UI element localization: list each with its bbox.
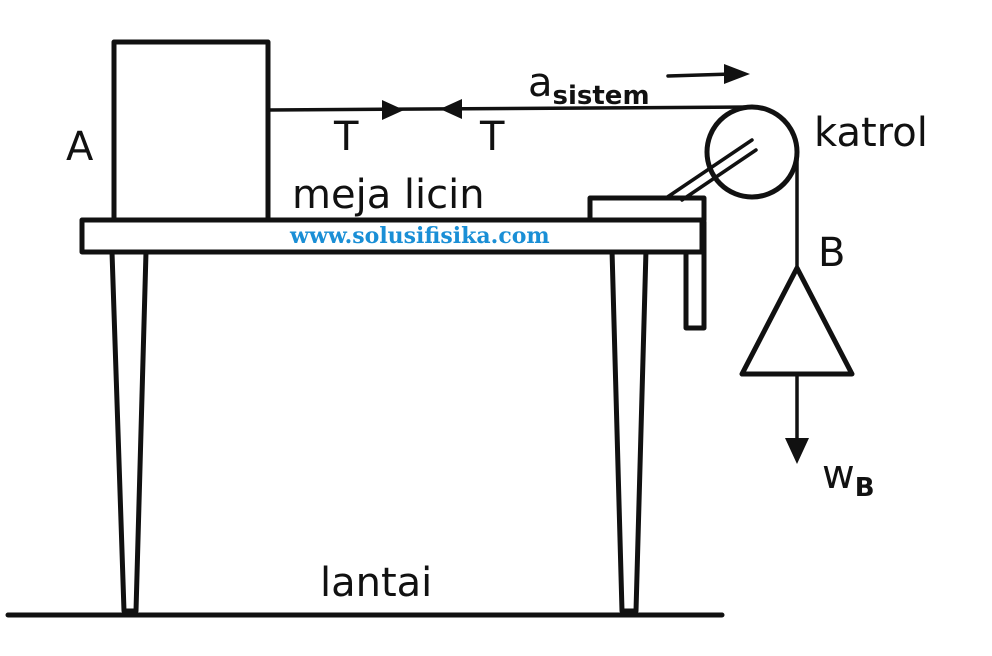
table-leg-right	[609, 247, 649, 614]
label-tension-right: T	[479, 114, 505, 160]
label-tension-left: T	[333, 114, 359, 160]
table-top	[79, 217, 705, 255]
acceleration-arrow-shaft	[666, 72, 734, 78]
label-hanging-mass: B	[818, 230, 845, 276]
pulley-bracket-lower	[680, 148, 758, 202]
table-leg-left	[109, 249, 149, 614]
label-acceleration-main: a	[528, 60, 553, 106]
hanging-mass-b	[739, 265, 855, 377]
label-table: meja licin	[292, 172, 485, 218]
tension-arrow-left	[440, 99, 462, 119]
watermark-text: www.solusifisika.com	[289, 223, 550, 249]
weight-arrow-head	[785, 438, 809, 464]
tension-arrow-right	[382, 100, 404, 120]
acceleration-arrow-head	[724, 64, 750, 84]
label-acceleration: asistem	[528, 60, 650, 111]
label-weight: wB	[822, 452, 875, 503]
label-weight-sub: B	[855, 473, 875, 503]
label-weight-main: w	[822, 452, 855, 498]
label-floor: lantai	[320, 560, 432, 606]
label-pulley: katrol	[814, 110, 928, 156]
block-a	[111, 39, 271, 223]
pulley-clamp	[587, 195, 707, 223]
label-acceleration-sub: sistem	[553, 81, 650, 111]
label-block-a: A	[66, 124, 94, 170]
string-horizontal	[266, 105, 754, 112]
